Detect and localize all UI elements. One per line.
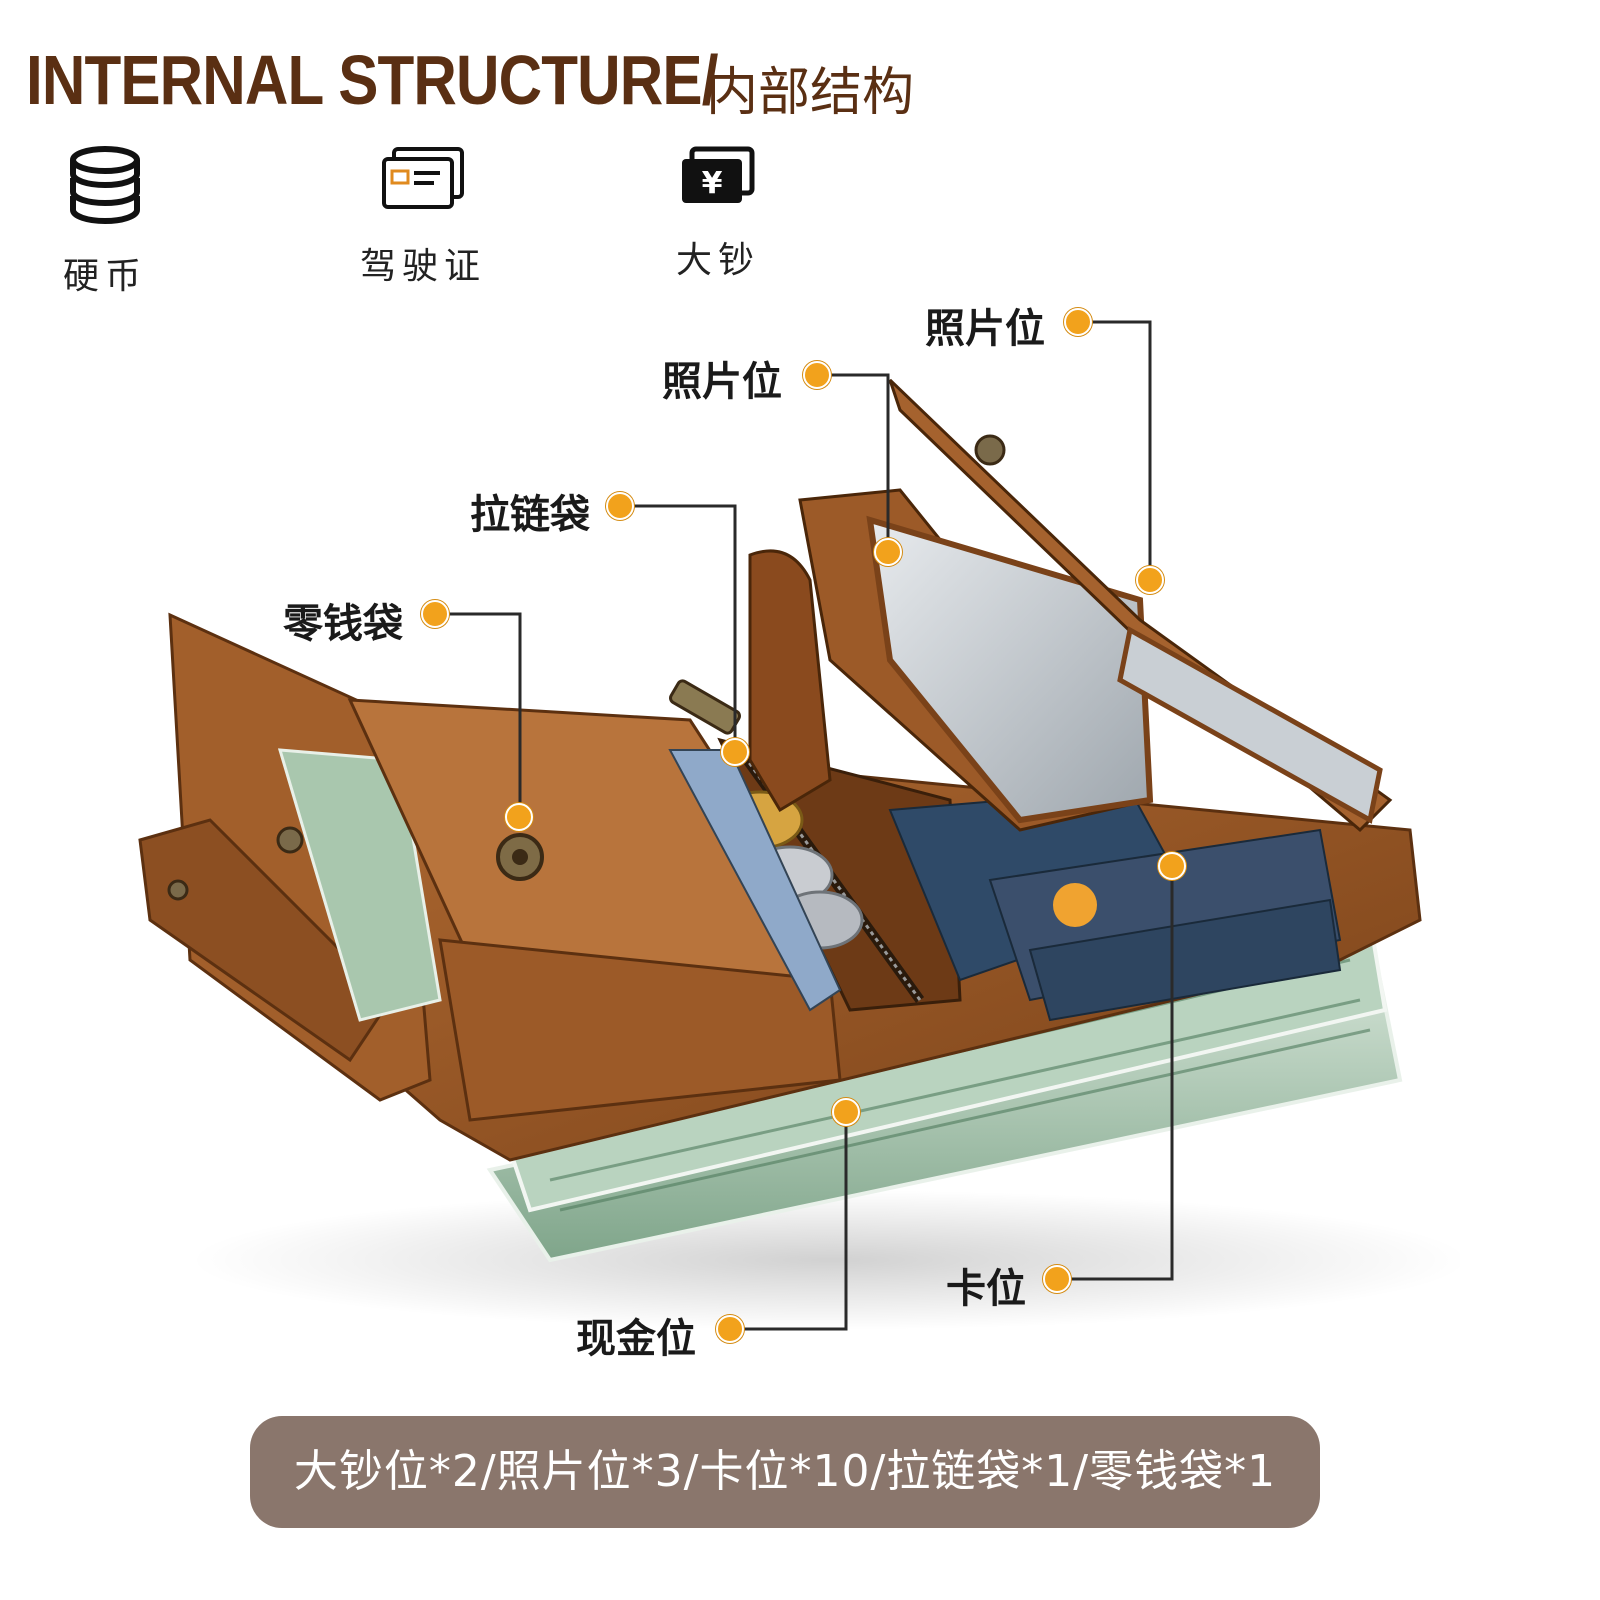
feature-label-coins: 硬币 bbox=[62, 256, 147, 297]
callout-dot-cash bbox=[716, 1315, 744, 1343]
callout-dot-photo bbox=[803, 361, 831, 389]
feature-banknote: ¥ 大钞 bbox=[628, 145, 808, 283]
callout-dot-photo-top-end bbox=[1136, 566, 1164, 594]
callout-zipper-pocket: 拉链袋 bbox=[470, 492, 590, 538]
callout-dot-zipper-end bbox=[721, 738, 749, 766]
page-title: INTERNAL STRUCTURE/ 内部结构 bbox=[26, 40, 914, 123]
callout-card-slot: 卡位 bbox=[946, 1266, 1026, 1312]
title-chinese: 内部结构 bbox=[706, 63, 915, 123]
callout-dot-card-end bbox=[1158, 852, 1186, 880]
callout-dot-coin-end bbox=[505, 803, 533, 831]
callout-dot-photo-end bbox=[874, 538, 902, 566]
banknote-yen-icon: ¥ bbox=[682, 146, 755, 203]
svg-text:¥: ¥ bbox=[702, 166, 723, 201]
feature-label-license: 驾驶证 bbox=[359, 246, 486, 287]
title-english: INTERNAL STRUCTURE/ bbox=[26, 41, 718, 119]
feature-label-banknote: 大钞 bbox=[675, 240, 760, 281]
callout-dot-photo-top bbox=[1064, 308, 1092, 336]
callout-photo-slot-top: 照片位 bbox=[925, 306, 1045, 352]
callout-photo-slot: 照片位 bbox=[662, 359, 782, 405]
callout-cash-slot: 现金位 bbox=[576, 1316, 696, 1362]
id-card-icon bbox=[382, 147, 464, 209]
callout-dot-coin bbox=[421, 600, 449, 628]
callout-dot-cash-end bbox=[832, 1098, 860, 1126]
feature-id-card: 驾驶证 bbox=[333, 145, 513, 289]
callout-coin-pocket: 零钱袋 bbox=[283, 601, 403, 647]
coins-icon bbox=[70, 146, 140, 224]
summary-bar: 大钞位*2/照片位*3/卡位*10/拉链袋*1/零钱袋*1 bbox=[250, 1416, 1320, 1528]
feature-coins: 硬币 bbox=[15, 145, 195, 299]
wallet-photo bbox=[138, 378, 1460, 1330]
callout-dot-zipper bbox=[606, 492, 634, 520]
callout-dot-card bbox=[1043, 1265, 1071, 1293]
